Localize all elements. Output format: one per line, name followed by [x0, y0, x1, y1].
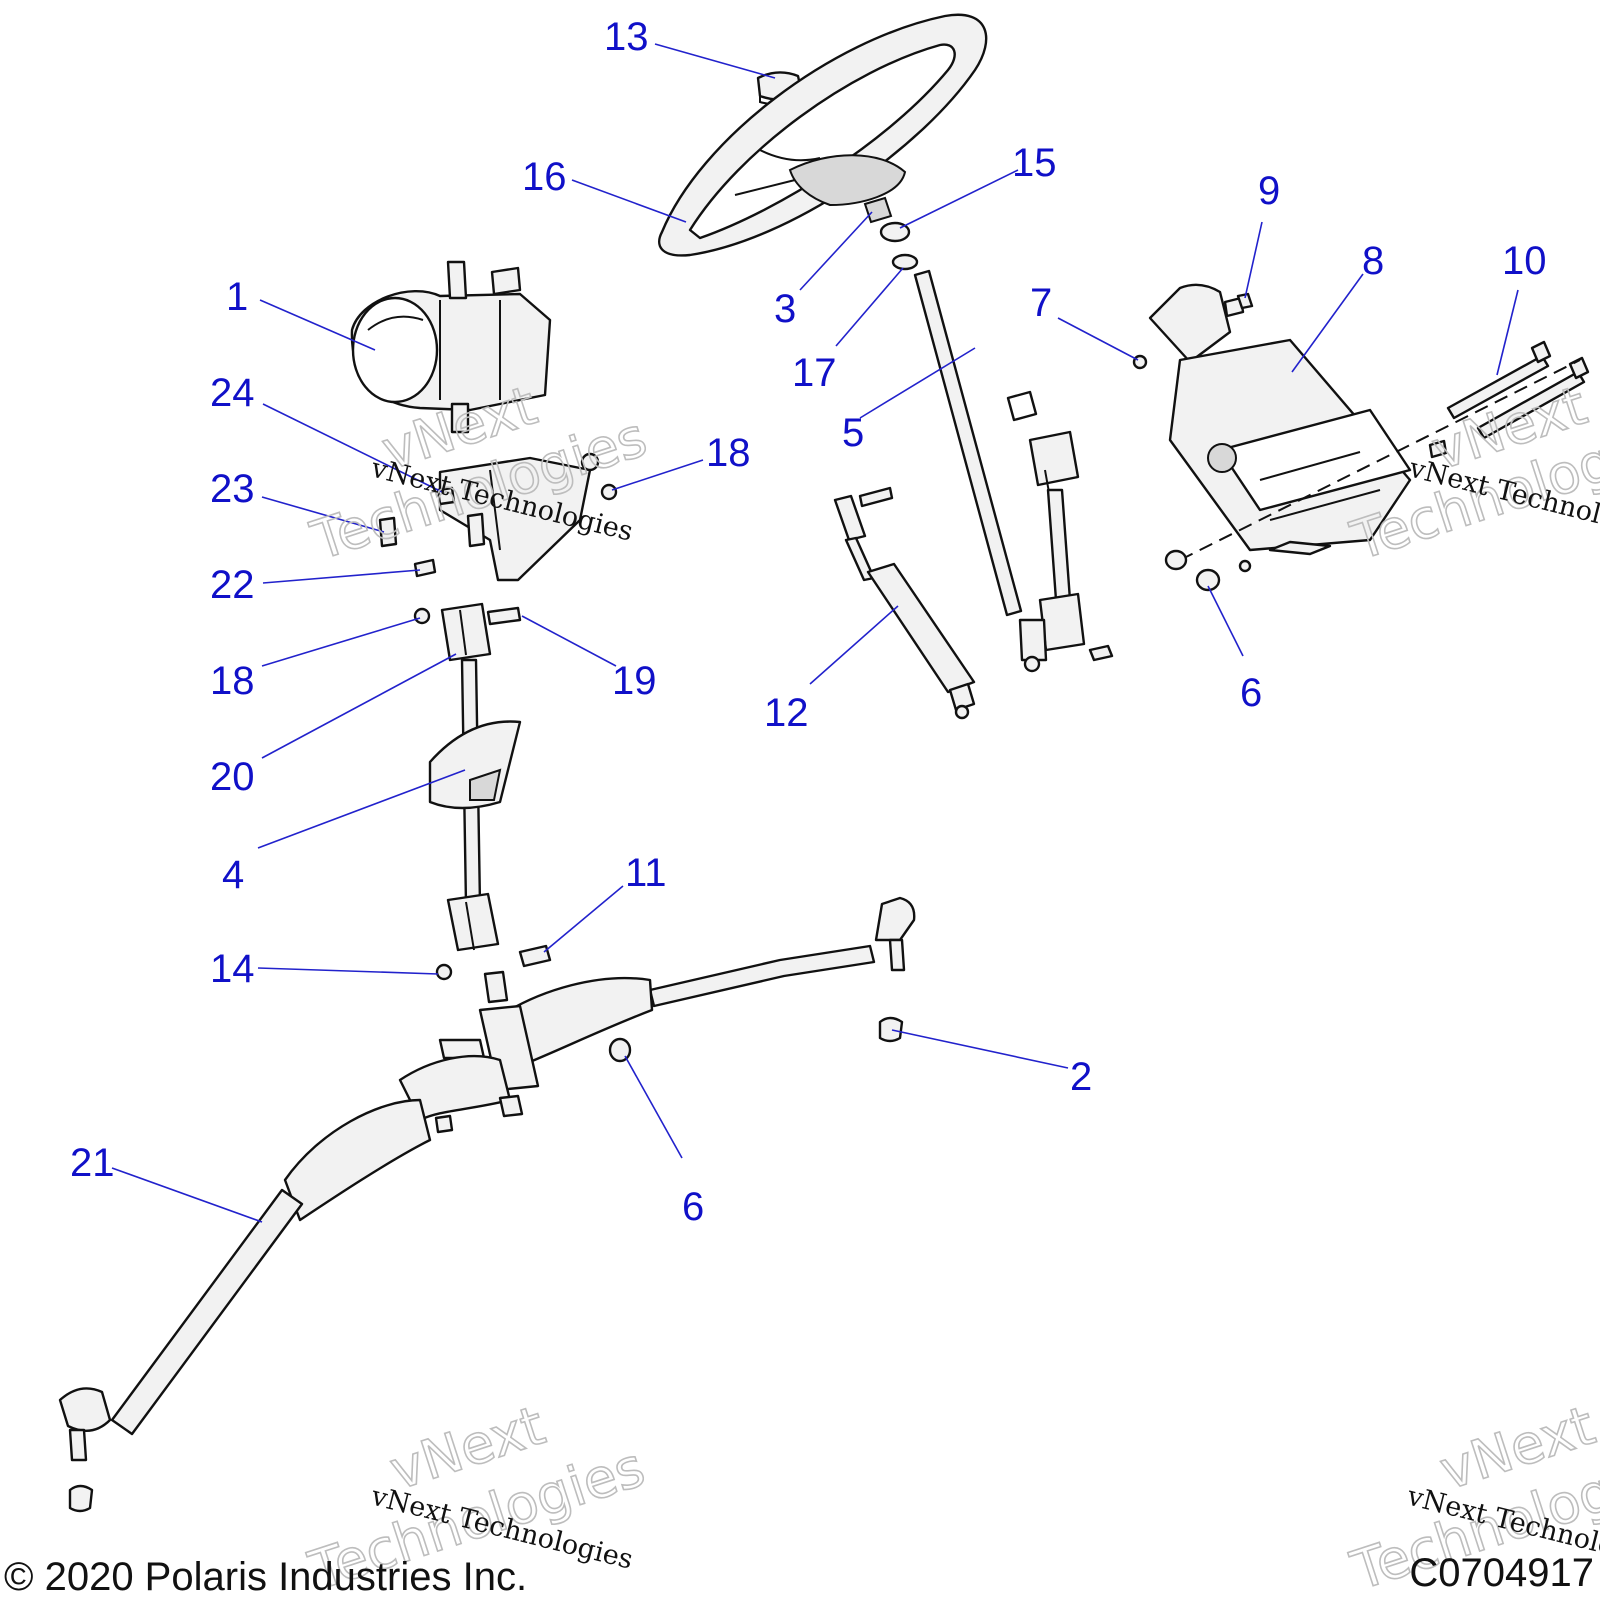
part-unit-mount-bracket — [378, 452, 618, 582]
leader-18a — [611, 459, 704, 491]
leader-3 — [799, 211, 873, 291]
callout-16: 16 — [522, 155, 567, 199]
callout-6-upper: 6 — [1240, 671, 1262, 715]
figure-code: C0704917 — [1409, 1551, 1594, 1595]
part-spacer-upper — [1164, 549, 1221, 592]
part-spacer-lower — [608, 1037, 632, 1063]
part-intermediate-shaft — [413, 602, 552, 981]
leader-11 — [543, 885, 624, 953]
callout-6-lower: 6 — [682, 1185, 704, 1229]
callout-11: 11 — [625, 851, 667, 895]
part-tilt-bracket — [1148, 283, 1412, 573]
callout-12: 12 — [764, 691, 809, 735]
leader-24 — [262, 403, 443, 493]
leader-21 — [111, 1167, 263, 1223]
callout-18-lower: 18 — [210, 659, 255, 703]
callout-4: 4 — [222, 853, 244, 897]
callout-20: 20 — [210, 755, 255, 799]
leader-13 — [654, 43, 776, 79]
leader-9 — [1244, 221, 1263, 299]
part-firewall-boot — [428, 720, 522, 810]
leader-17 — [835, 267, 904, 347]
callout-24: 24 — [210, 371, 255, 415]
callout-1: 1 — [226, 275, 248, 319]
part-pivot-bolts — [1179, 340, 1590, 561]
leader-15 — [899, 169, 1019, 229]
callout-9: 9 — [1258, 169, 1280, 213]
callout-10: 10 — [1502, 239, 1547, 283]
leader-12 — [809, 605, 899, 685]
callout-3: 3 — [774, 287, 796, 331]
leader-22 — [262, 569, 421, 584]
callout-17: 17 — [792, 351, 837, 395]
leader-5 — [859, 347, 976, 419]
callout-15: 15 — [1012, 141, 1057, 185]
leader-16 — [571, 179, 687, 223]
leader-lines — [111, 43, 1519, 1223]
part-hub-spacer — [891, 253, 919, 271]
callout-18-upper: 18 — [706, 431, 751, 475]
part-hub-nut — [863, 196, 893, 224]
callout-labels: 1 2 3 4 5 6 6 7 8 9 10 11 12 13 14 15 16… — [70, 15, 1547, 1229]
part-tie-rod-nut-right — [878, 1016, 904, 1043]
leader-2 — [891, 1029, 1069, 1069]
callout-2: 2 — [1070, 1055, 1092, 1099]
leader-18b — [261, 617, 421, 667]
leader-1 — [259, 299, 376, 351]
part-bracket-bolt — [1223, 292, 1254, 318]
part-steering-rack — [58, 896, 916, 1462]
callout-23: 23 — [210, 467, 255, 511]
callout-22: 22 — [210, 563, 255, 607]
callout-5: 5 — [842, 411, 864, 455]
leader-8 — [1291, 273, 1364, 373]
leader-10 — [1496, 289, 1519, 376]
callout-13: 13 — [604, 15, 649, 59]
leader-20 — [261, 653, 457, 759]
callout-8: 8 — [1362, 239, 1384, 283]
callout-14: 14 — [210, 947, 255, 991]
part-bracket-nut — [1132, 354, 1148, 370]
leader-6a — [1207, 585, 1244, 657]
part-tie-rod-nut-left — [68, 1484, 94, 1513]
part-power-steering-unit — [350, 260, 552, 434]
callout-21: 21 — [70, 1141, 115, 1185]
part-upper-steering-shaft — [913, 269, 1114, 673]
callout-7: 7 — [1030, 281, 1052, 325]
copyright-text: © 2020 Polaris Industries Inc. — [4, 1555, 527, 1599]
leader-19 — [521, 615, 617, 667]
leader-4 — [257, 769, 466, 849]
leader-23 — [261, 496, 385, 533]
part-steering-wheel — [658, 13, 988, 257]
leader-6b — [624, 1055, 683, 1159]
callout-19: 19 — [612, 659, 657, 703]
leader-14 — [257, 967, 439, 975]
leader-7 — [1057, 317, 1139, 361]
part-steering-damper — [833, 486, 976, 720]
